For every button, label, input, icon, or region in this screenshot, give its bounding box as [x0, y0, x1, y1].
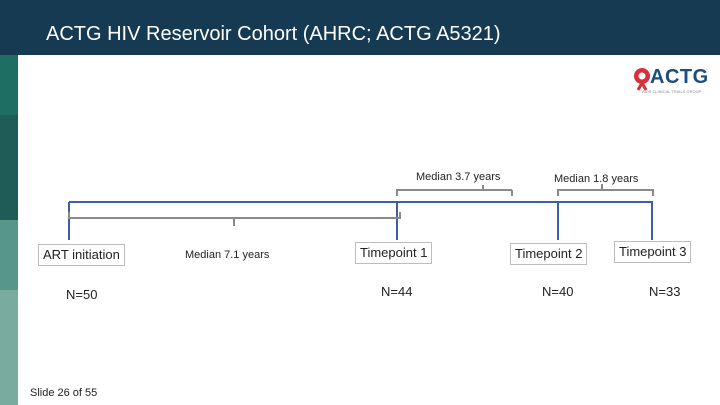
slide-title: ACTG HIV Reservoir Cohort (AHRC; ACTG A5…: [46, 23, 501, 45]
bracket-interval-1: [68, 212, 401, 226]
slide-header: ACTG HIV Reservoir Cohort (AHRC; ACTG A5…: [0, 0, 720, 55]
count-timepoint-1: N=44: [381, 284, 413, 299]
bracket-interval-2: [396, 185, 513, 196]
count-timepoint-3: N=33: [649, 284, 681, 299]
milestone-timepoint-1: Timepoint 1: [355, 242, 433, 264]
actg-logo: ACTG AIDS CLINICAL TRIALS GROUP: [628, 64, 712, 100]
sidebar-stripe-2: [0, 115, 18, 220]
sidebar-stripe-1: [0, 55, 18, 115]
ribbon-icon: [634, 68, 650, 91]
interval-label-1: Median 7.1 years: [185, 249, 270, 261]
milestone-timepoint-3: Timepoint 3: [614, 241, 692, 263]
interval-label-3: Median 1.8 years: [554, 173, 639, 185]
logo-subtitle: AIDS CLINICAL TRIALS GROUP: [642, 89, 702, 94]
bracket-interval-3: [557, 184, 654, 196]
milestone-timepoint-2: Timepoint 2: [510, 243, 588, 265]
sidebar-stripe-4: [0, 290, 18, 405]
interval-label-2: Median 3.7 years: [416, 171, 501, 183]
sidebar-stripe-3: [0, 220, 18, 290]
logo-text: ACTG: [650, 66, 709, 88]
count-timepoint-2: N=40: [542, 284, 574, 299]
milestone-art-initiation: ART initiation: [38, 244, 125, 266]
count-art-initiation: N=50: [66, 287, 98, 302]
slide-number: Slide 26 of 55: [30, 387, 98, 399]
